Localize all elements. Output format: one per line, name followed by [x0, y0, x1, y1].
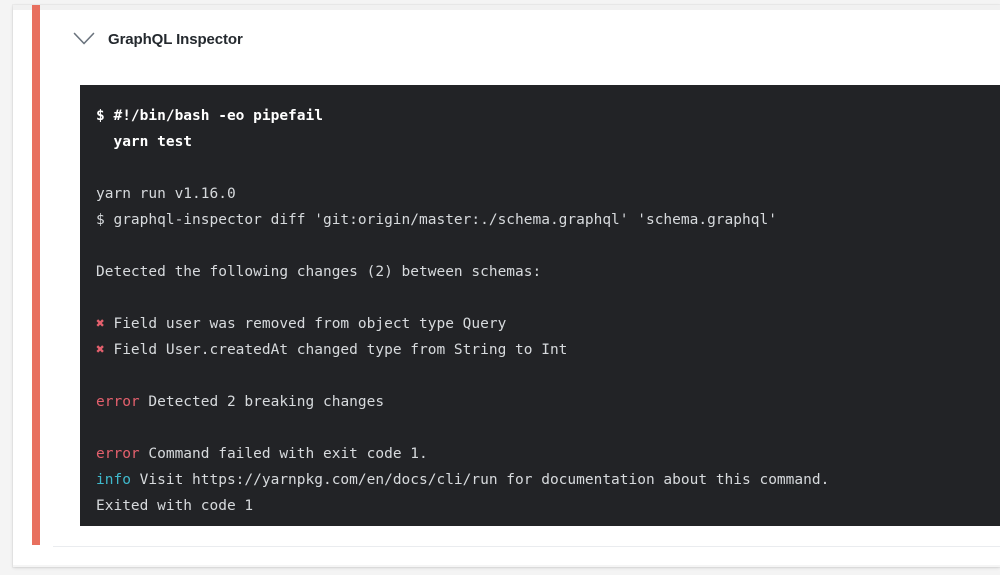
log-line-text: Command failed with exit code 1.: [139, 446, 428, 462]
log-line: ✖ Field user was removed from object typ…: [96, 311, 1000, 337]
log-line: [96, 233, 1000, 259]
log-info-label: info: [96, 472, 131, 488]
log-line-text: Field user was removed from object type …: [104, 316, 507, 332]
card-top-rule: [13, 5, 1000, 10]
log-line: Detected the following changes (2) betwe…: [96, 264, 542, 280]
log-line-text: Visit https://yarnpkg.com/en/docs/cli/ru…: [130, 472, 830, 488]
log-line: info Visit https://yarnpkg.com/en/docs/c…: [96, 467, 1000, 493]
log-line: error Detected 2 breaking changes: [96, 389, 1000, 415]
check-header: GraphQL Inspector: [53, 10, 1000, 68]
log-line: yarn test: [96, 134, 193, 150]
status-stripe: [32, 5, 40, 545]
card-footer: [53, 547, 1000, 567]
log-line-text: Field User.createdAt changed type from S…: [104, 342, 568, 358]
card-footer-divider: [53, 546, 1000, 547]
log-line: [96, 155, 1000, 181]
log-line: ✖ Field User.createdAt changed type from…: [96, 337, 1000, 363]
log-line: $ graphql-inspector diff 'git:origin/mas…: [96, 212, 777, 228]
log-line: error Command failed with exit code 1.: [96, 441, 1000, 467]
build-log-terminal[interactable]: $ #!/bin/bash -eo pipefail yarn test yar…: [80, 85, 1000, 526]
chevron-down-icon[interactable]: [69, 24, 99, 54]
log-line: [96, 285, 1000, 311]
card-bottom-edge: [13, 565, 1000, 567]
log-error-label: error: [96, 446, 140, 462]
breaking-change-x-icon: ✖: [96, 316, 105, 332]
log-line: $ #!/bin/bash -eo pipefail: [96, 108, 323, 124]
build-log-lines: $ #!/bin/bash -eo pipefail yarn test yar…: [80, 85, 1000, 519]
log-line: yarn run v1.16.0: [96, 186, 236, 202]
log-error-label: error: [96, 394, 140, 410]
log-line: [96, 415, 1000, 441]
check-run-card: GraphQL Inspector $ #!/bin/bash -eo pipe…: [13, 5, 1000, 567]
log-line-text: Detected 2 breaking changes: [139, 394, 385, 410]
log-line: Exited with code 1: [96, 498, 254, 514]
check-title: GraphQL Inspector: [108, 30, 243, 48]
breaking-change-x-icon: ✖: [96, 342, 105, 358]
log-line: [96, 363, 1000, 389]
